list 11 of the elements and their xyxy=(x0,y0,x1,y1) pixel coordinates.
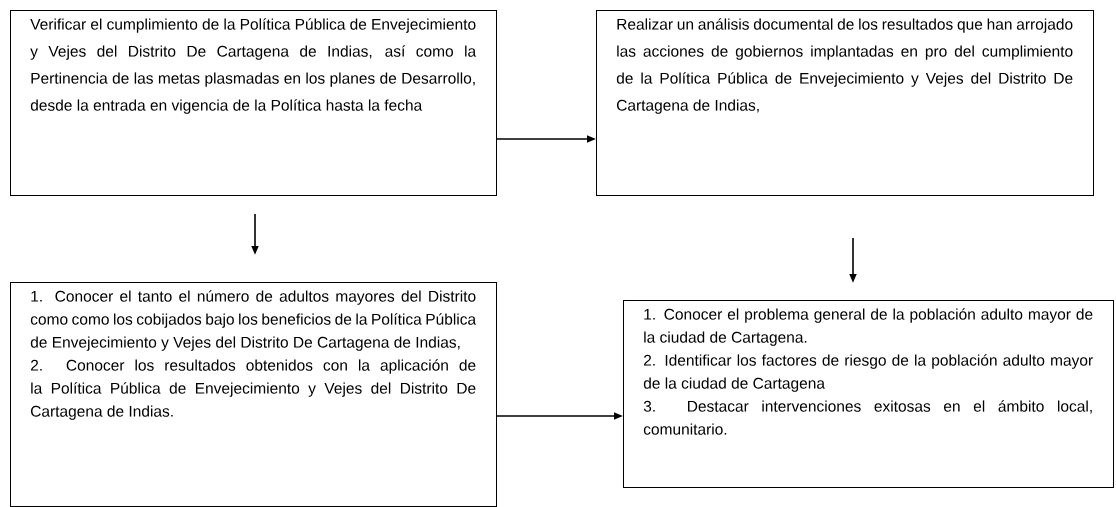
paragraph: Verificar el cumplimiento de la Política Pública de Envejecimiento y Vejes del Distrito De Cartagena de Indias, así como la Pertinencia de las metas plasmadas en los planes de Desarrollo, desde la entrada en vigencia de la Política hasta la fecha xyxy=(30,18,477,114)
text-box xyxy=(10,282,497,507)
paragraph: 2. Identificar los factores de riesgo de la población adulto mayor de la ciudad de Cartagena xyxy=(643,354,1093,392)
paragraph: Realizar un análisis documental de los resultados que han arrojado las acciones de gobiernos implantadas en pro del cumplimiento de la Política Pública de Envejecimiento y Vejes del Distrito De Cartagena de Indias, xyxy=(616,18,1073,114)
paragraph: 2. Conocer los resultados obtenidos con la aplicación de la Política Pública de Envejecimiento y Vejes del Distrito De Cartagena de Indias. xyxy=(31,359,476,420)
paragraph: 1. Conocer el problema general de la población adulto mayor de la ciudad de Cartagena. xyxy=(644,308,1093,346)
text-box xyxy=(623,300,1114,488)
paragraph: 3. Destacar intervenciones exitosas en el ámbito local, comunitario. xyxy=(643,400,1092,435)
text-box xyxy=(596,10,1094,196)
text-box xyxy=(10,10,497,196)
paragraph: 1. Conocer el tanto el número de adultos mayores del Distrito como como los cobijados bajo los beneficios de la Política Pública de Envejecimiento y Vejes del Distrito De Cartagena de Indias, xyxy=(30,290,477,351)
